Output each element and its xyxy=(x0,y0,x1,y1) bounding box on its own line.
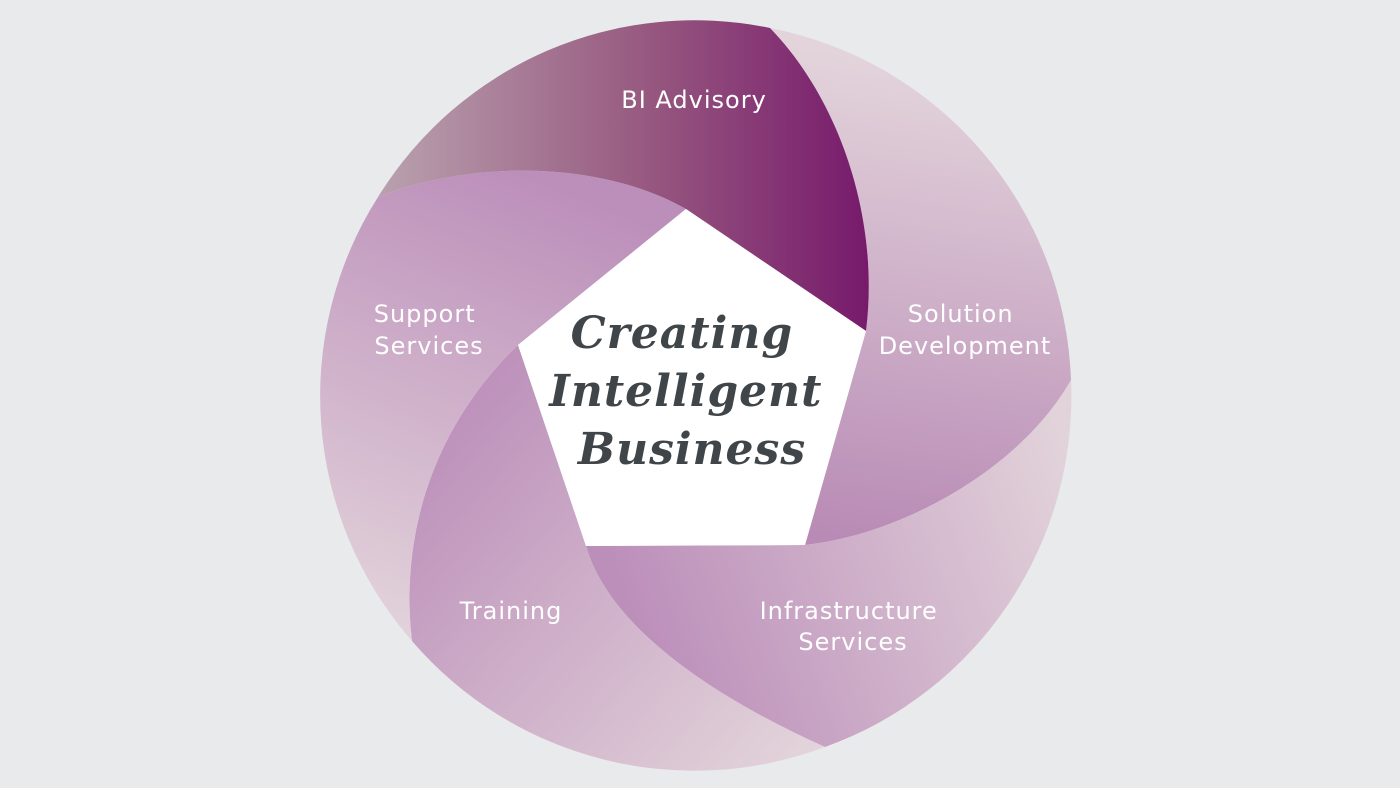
center-title: Creating Intelligent Business xyxy=(547,308,838,475)
segment-label-bi-advisory: BI Advisory xyxy=(621,86,767,114)
segment-label-solution-development: Solution Development xyxy=(879,300,1052,360)
segment-infrastructure-services xyxy=(586,380,1072,747)
segment-training xyxy=(409,345,825,771)
segment-label-support-services: Support Services xyxy=(374,300,485,360)
segment-bi-advisory xyxy=(378,20,869,332)
segment-support-services xyxy=(320,170,686,641)
segment-solution-development xyxy=(770,28,1071,545)
segment-label-infrastructure-services: Infrastructure Services xyxy=(760,597,947,656)
center-pentagon xyxy=(518,209,866,546)
segment-label-training: Training xyxy=(459,597,563,625)
